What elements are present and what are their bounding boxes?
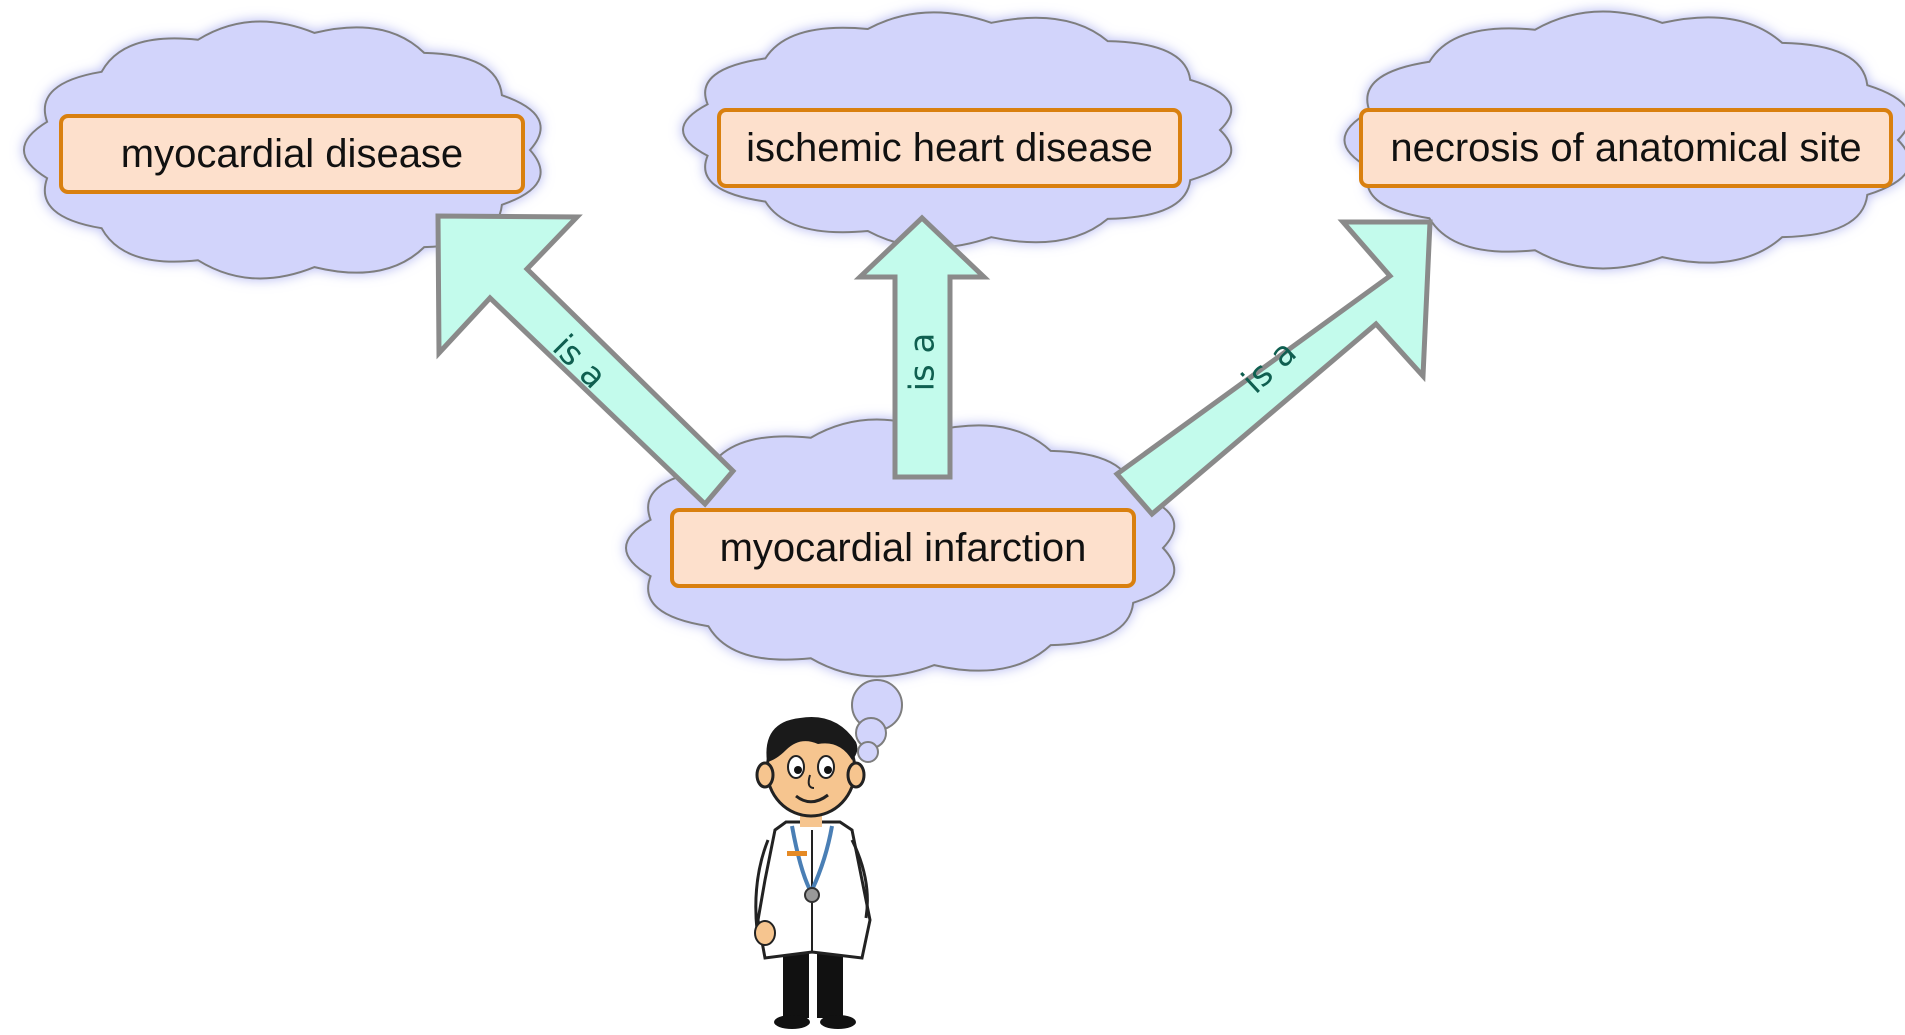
- is-a-arrow-left: [435, 213, 737, 508]
- thought-bubbles: [851, 679, 903, 763]
- concept-label-necrosis-of-anatomical-site: necrosis of anatomical site: [1390, 125, 1862, 170]
- doctor-illustration: [754, 717, 872, 1029]
- is-a-arrow-center: [853, 214, 991, 480]
- concept-box-myocardial-disease: myocardial disease: [59, 114, 525, 194]
- is-a-arrow-right: [1113, 219, 1433, 518]
- concept-box-myocardial-infarction: myocardial infarction: [670, 508, 1136, 588]
- concept-box-ischemic-heart-disease: ischemic heart disease: [717, 108, 1182, 188]
- concept-label-ischemic-heart-disease: ischemic heart disease: [746, 125, 1153, 170]
- relation-label-center: is a: [902, 332, 943, 392]
- concept-box-necrosis-of-anatomical-site: necrosis of anatomical site: [1359, 108, 1893, 188]
- concept-label-myocardial-disease: myocardial disease: [120, 131, 464, 176]
- concept-label-myocardial-infarction: myocardial infarction: [719, 525, 1087, 570]
